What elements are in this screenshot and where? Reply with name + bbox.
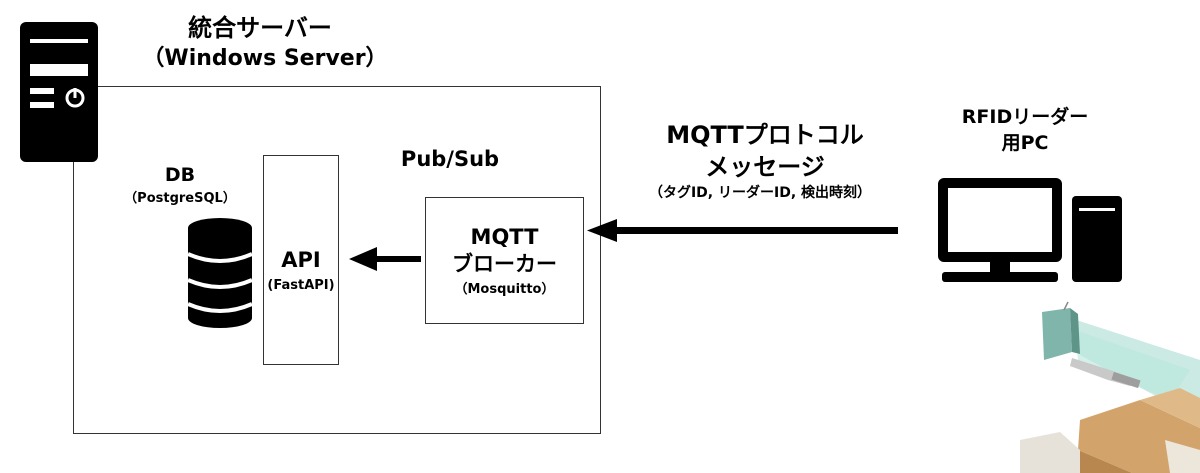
reader-pc-label-line1: RFIDリーダー [961,106,1089,128]
server-subtitle: （Windows Server） [142,46,388,71]
broker-sublabel: （Mosquitto） [454,282,555,297]
api-box [263,155,339,365]
arrow-broker-to-api [349,247,421,271]
db-label: DB [164,164,196,186]
pubsub-label: Pub/Sub [400,147,500,171]
db-sublabel: （PostgreSQL） [124,191,236,206]
arrow-reader-to-broker [587,219,898,242]
message-title-line1: MQTTプロトコル [666,121,864,149]
server-title: 統合サーバー [160,14,360,43]
broker-label-line2: ブローカー [452,252,557,276]
server-tower-icon [20,22,98,162]
api-sublabel: (FastAPI) [267,278,335,293]
api-label: API [281,248,321,272]
broker-label-line1: MQTT [470,225,539,249]
server-title-line1: 統合サーバー [188,14,332,42]
database-icon [187,218,253,328]
rfid-reader-scene-icon [1020,301,1200,473]
message-detail: （タグID, リーダーID, 検出時刻） [648,185,872,201]
desktop-pc-icon [938,178,1122,282]
broker-box [425,197,584,324]
message-title-line2: メッセージ [705,153,825,181]
reader-pc-label-line2: 用PC [1001,132,1049,154]
